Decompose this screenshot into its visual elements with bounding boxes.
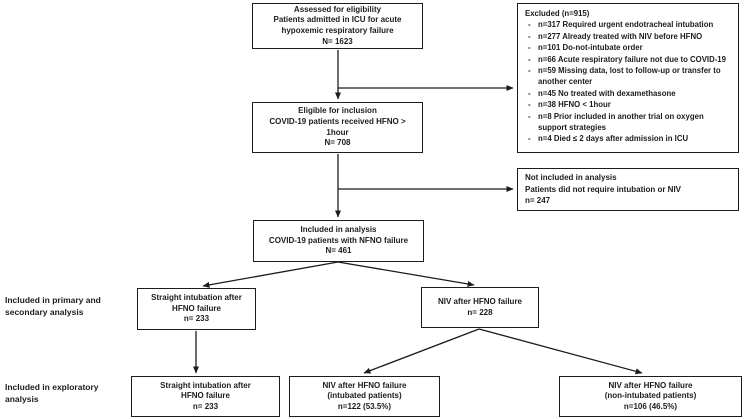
text-line: NIV after HFNO failure [608, 380, 693, 390]
text-line: n=38 HFNO < 1hour [538, 100, 611, 110]
text-line: n=106 (46.5%) [623, 401, 678, 411]
label-primary-secondary-analysis: Included in primary and secondary analys… [5, 295, 130, 318]
bullet-dash: - [528, 111, 531, 121]
text-line: n=45 No treated with dexamethasone [538, 88, 676, 98]
bullet-dash: - [528, 88, 531, 98]
excluded-item: - n=45 No treated with dexamethasone [525, 88, 732, 99]
bullet-dash: - [528, 54, 531, 64]
box-assessed-eligibility: Assessed for eligibility Patients admitt… [252, 3, 423, 49]
excluded-item: - n=8 Prior included in another trial on… [525, 111, 732, 134]
text-line: analysis [5, 393, 39, 404]
text-line: n= 247 [525, 196, 551, 206]
arrow-niv-to-non-intubated [478, 328, 643, 375]
text-line: n=122 (53.5%) [337, 401, 392, 411]
excluded-item: - n=277 Already treated with NIV before … [525, 31, 732, 42]
label-exploratory-analysis: Included in exploratory analysis [5, 382, 130, 405]
text-line: n= 233 [183, 314, 210, 324]
text-line: Patients admitted in ICU for acute [273, 15, 402, 25]
excluded-item: - n=59 Missing data, lost to follow-up o… [525, 65, 732, 88]
text-line: n=4 Died ≤ 2 days after admission in ICU [538, 134, 689, 144]
box-not-included-analysis: Not included in analysis Patients did no… [517, 168, 739, 211]
text-line: (non-intubated patients) [604, 391, 697, 401]
text-line: N= 708 [324, 138, 351, 148]
bullet-dash: - [528, 100, 531, 110]
box-eligible-inclusion: Eligible for inclusion COVID-19 patients… [252, 102, 423, 153]
text-line: Assessed for eligibility [293, 4, 382, 14]
text-line: n=59 Missing data, lost to follow-up or … [538, 66, 721, 87]
box-niv-non-intubated: NIV after HFNO failure (non-intubated pa… [559, 376, 742, 417]
box-included-analysis: Included in analysis COVID-19 patients w… [253, 220, 424, 262]
box-niv-intubated: NIV after HFNO failure (intubated patien… [289, 376, 440, 417]
text-line: n=317 Required urgent endotracheal intub… [538, 20, 714, 30]
text-line: Included in analysis [300, 225, 377, 235]
excluded-item: - n=101 Do-not-intubate order [525, 42, 732, 53]
text-line: Not included in analysis [525, 173, 617, 183]
box-straight-intubation-primary: Straight intubation after HFNO failure n… [137, 288, 256, 330]
text-line: n= 233 [192, 401, 219, 411]
arrow-niv-to-intubated [363, 328, 480, 374]
text-line: HFNO failure [172, 303, 221, 313]
box-excluded: Excluded (n=915) - n=317 Required urgent… [517, 3, 739, 153]
text-line: NIV after HFNO failure [437, 296, 522, 306]
excluded-item: - n=4 Died ≤ 2 days after admission in I… [525, 133, 732, 144]
text-line: n=277 Already treated with NIV before HF… [538, 31, 703, 41]
text-line: N= 1623 [322, 36, 353, 46]
box-niv-after-hfno: NIV after HFNO failure n= 228 [421, 287, 539, 328]
text-line: Straight intubation after [151, 293, 242, 303]
excluded-item: - n=66 Acute respiratory failure not due… [525, 54, 732, 65]
text-line: N= 461 [325, 246, 352, 256]
text-line: COVID-19 patients with NFNO failure [268, 235, 409, 245]
bullet-dash: - [528, 31, 531, 41]
text-line: secondary analysis [5, 306, 84, 317]
text-line: n= 228 [467, 307, 493, 317]
bullet-dash: - [528, 66, 531, 76]
text-line: Included in primary and [5, 295, 101, 305]
box-straight-intubation-exploratory: Straight intubation after HFNO failure n… [131, 376, 280, 417]
excluded-title: Excluded (n=915) [525, 9, 590, 18]
text-line: hypoxemic respiratory failure [281, 26, 394, 35]
text-line: Eligible for inclusion [298, 106, 377, 116]
text-line: NIV after HFNO failure [322, 380, 407, 390]
text-line: n=66 Acute respiratory failure not due t… [538, 54, 726, 64]
bullet-dash: - [528, 20, 531, 30]
excluded-item: - n=38 HFNO < 1hour [525, 99, 732, 110]
text-line: Included in exploratory [5, 382, 99, 392]
text-line: 1hour [326, 127, 349, 137]
text-line: HFNO failure [181, 391, 230, 401]
bullet-dash: - [528, 134, 531, 144]
text-line: n=8 Prior included in another trial on o… [538, 111, 704, 133]
text-line: Patients did not require intubation or N… [525, 184, 682, 194]
text-line: (intubated patients) [327, 391, 402, 401]
bullet-dash: - [528, 43, 531, 53]
excluded-item: - n=317 Required urgent endotracheal int… [525, 19, 732, 30]
text-line: n=101 Do-not-intubate order [538, 43, 643, 53]
arrow-included-to-niv [337, 261, 475, 287]
text-line: COVID-19 patients received HFNO > [269, 116, 406, 126]
arrow-included-to-straight-intubation [202, 261, 339, 288]
text-line: Straight intubation after [160, 380, 251, 390]
